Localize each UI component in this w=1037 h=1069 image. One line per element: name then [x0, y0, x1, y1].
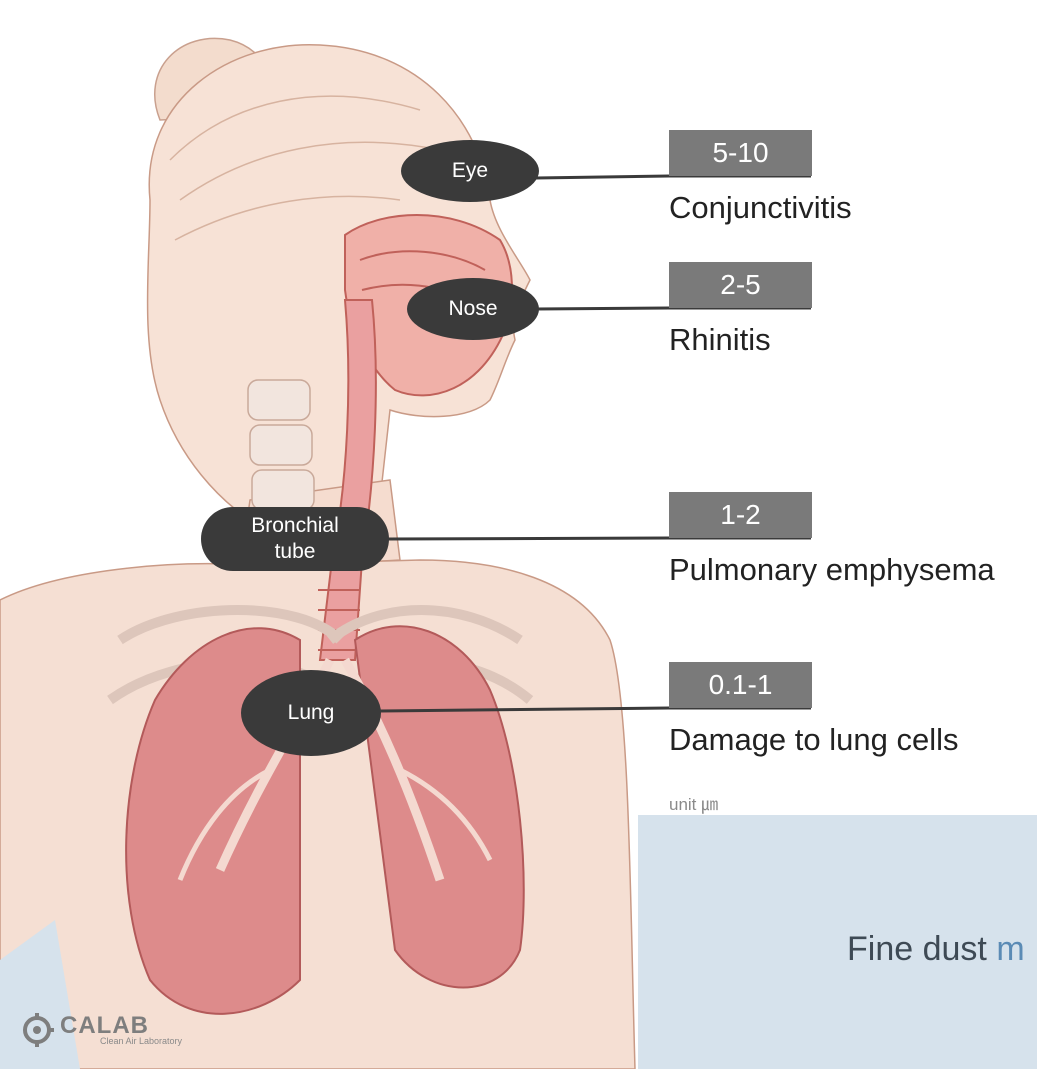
lung-pill: Lung [241, 670, 381, 756]
bronchial-connector [388, 538, 669, 539]
lung-label: Lung [288, 700, 335, 726]
footer-text-accent: m [996, 930, 1024, 968]
eye-pill: Eye [401, 140, 539, 202]
bronchial-size-badge: 1-2 [669, 492, 812, 538]
eye-connector [536, 176, 669, 178]
calab-logo-subtitle: Clean Air Laboratory [100, 1036, 182, 1046]
bronchial-pill: Bronchial tube [201, 507, 389, 571]
bronchial-label: Bronchial tube [251, 513, 339, 566]
footer-text: Fine dust m [847, 930, 1025, 969]
nose-connector [536, 308, 669, 309]
lung-disease: Damage to lung cells [669, 722, 959, 758]
bronchial-disease: Pulmonary emphysema [669, 552, 995, 588]
nose-label: Nose [448, 296, 497, 322]
calab-logo-name: CALAB [60, 1014, 182, 1038]
calab-logo-icon [20, 1013, 54, 1047]
calab-logo: CALAB Clean Air Laboratory [20, 1013, 182, 1047]
lung-size-value: 0.1-1 [709, 669, 773, 701]
footer-text-main: Fine dust [847, 930, 996, 968]
bronchial-size-value: 1-2 [720, 499, 760, 531]
torso [0, 560, 635, 1069]
lung-size-badge: 0.1-1 [669, 662, 812, 708]
eye-label: Eye [452, 158, 488, 184]
eye-size-value: 5-10 [712, 137, 768, 169]
nose-pill: Nose [407, 278, 539, 340]
eye-size-badge: 5-10 [669, 130, 812, 176]
unit-label: unit ㎛ [669, 790, 718, 815]
eye-disease: Conjunctivitis [669, 190, 852, 226]
nose-disease: Rhinitis [669, 322, 771, 358]
nose-size-value: 2-5 [720, 269, 760, 301]
nose-size-badge: 2-5 [669, 262, 812, 308]
